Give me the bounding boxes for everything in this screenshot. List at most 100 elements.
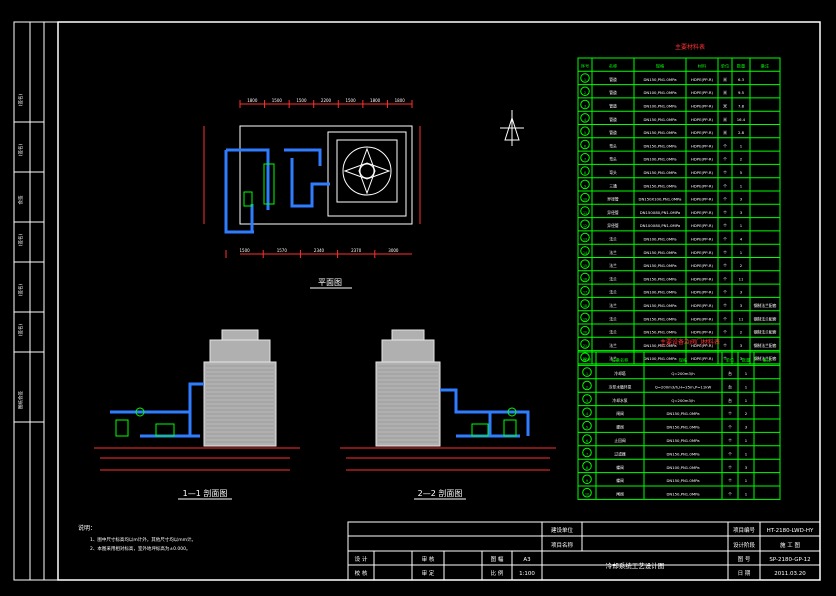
- table1-row-index-icon: [580, 179, 590, 190]
- table2-cell: 1: [745, 492, 748, 497]
- plan-view-label: 平面图: [318, 278, 342, 287]
- table1-cell: 个: [723, 143, 727, 148]
- table2-cell: 冷却塔: [614, 371, 626, 376]
- table1-cell: 管道: [609, 103, 617, 108]
- table1-cell: 1: [740, 183, 743, 188]
- table1-row-index-icon: [580, 219, 590, 230]
- table2-cell: 个: [728, 451, 732, 456]
- table1-cell: HDPE(PP-R): [691, 77, 713, 82]
- table2-cell: 冷却水循环泵: [609, 384, 632, 389]
- table1-cell: 1: [740, 250, 743, 255]
- table1-cell: DN150,PN1.0MPa: [643, 276, 676, 281]
- table1-cell: DN150,PN1.0MPa: [643, 183, 676, 188]
- table1-row-index-icon: [580, 272, 590, 283]
- table2-cell: 个: [728, 425, 732, 430]
- notes-title: 说明：: [78, 524, 96, 532]
- table1-row-index-icon: [580, 139, 590, 150]
- left-strip-label: 图纸会签: [17, 391, 24, 409]
- table1-cell: HDPE(PP-R): [691, 303, 713, 308]
- date-label: 日 期: [738, 570, 751, 577]
- table1-cell: 个: [723, 250, 727, 255]
- table2-row-index-icon: [582, 461, 592, 471]
- table2-cell: DN150,PN1.0MPa: [666, 492, 699, 497]
- drawing-no-label: 图 号: [738, 555, 751, 563]
- drawing-title: 冷却系统工艺设计图: [606, 561, 665, 570]
- table1-cell: HDPE(PP-R): [691, 263, 713, 268]
- table1-cell: 个: [723, 303, 727, 308]
- table1-cell: DN150,PN1.0MPa: [643, 130, 676, 135]
- table1-cell: 3: [584, 104, 586, 108]
- fan-hub-icon: [359, 163, 375, 179]
- table1-cell: 法兰: [609, 236, 617, 241]
- table1-cell: 米: [723, 130, 727, 135]
- table1-cell: 10: [583, 198, 587, 202]
- plan-dimensions: [203, 100, 421, 255]
- left-strip-label: (签名): [17, 234, 24, 247]
- table1-cell: DN150,PN1.0MPa: [643, 316, 676, 321]
- table1-cell: HDPE(PP-R): [691, 143, 713, 148]
- plan-dim-top: 1500: [345, 98, 356, 103]
- tower-2-fill-lines: [378, 365, 438, 443]
- table2-cell: 过滤器: [614, 451, 626, 456]
- table1-cell: 18: [583, 304, 587, 308]
- notes-line-2: 2、本图采用相对标高，室外地坪标高为±0.000。: [90, 545, 191, 552]
- material-table-title: 主要材料表: [675, 43, 705, 51]
- table1-cell: 6: [584, 144, 586, 148]
- table2-row-index-icon: [582, 487, 592, 498]
- section-1-1: 1—1 剖面图: [94, 329, 300, 500]
- table1-cell: 11: [739, 316, 744, 321]
- section-1-label: 1—1 剖面图: [183, 488, 228, 498]
- table1-row-index-icon: [580, 86, 590, 97]
- tower-section-1: [203, 329, 277, 447]
- table2-cell: DN150,PN1.0MPa: [666, 451, 699, 456]
- table1-cell: DN100X80,PN1.0MPa: [640, 223, 681, 228]
- table1-cell: 管道: [609, 77, 617, 82]
- table2-cell: 1: [745, 478, 748, 483]
- table1-cell: 20: [583, 331, 587, 335]
- plan-pipes: [224, 148, 330, 234]
- table1-cell: 3: [740, 303, 743, 308]
- table2-header: 备注: [763, 357, 772, 364]
- table1-cell: 个: [723, 157, 727, 162]
- table1-cell: DN100,PN1.0MPa: [643, 103, 676, 108]
- plan-dim-bottom: 3000: [388, 248, 399, 253]
- table1-cell: HDPE(PP-R): [691, 276, 713, 281]
- table2-row-index-icon: [582, 380, 592, 391]
- table1-cell: DN150,PN1.0MPa: [643, 117, 676, 122]
- table1-cell: 法兰: [609, 250, 617, 255]
- table1-cell: 22: [583, 357, 587, 361]
- table1-cell: 5: [584, 131, 586, 135]
- table1-cell: DN150,PN1.0MPa: [643, 250, 676, 255]
- fan-icon: [342, 146, 392, 196]
- table1-cell: 个: [723, 330, 727, 335]
- table1-cell: 法兰: [609, 263, 617, 268]
- notes: 说明： 1、图中尺寸标高均以m计外，其他尺寸均以mm计。 2、本图采用相对标高，…: [78, 524, 196, 552]
- filter-icon: [243, 191, 253, 207]
- table1-cell: 米: [723, 90, 727, 95]
- drawing-no: SP-2180-GP-12: [769, 557, 810, 563]
- table1-cell: DN150X80,PN1.0MPa: [640, 210, 681, 215]
- table1-cell: 2: [740, 157, 743, 162]
- table2-cell: 冷却水泵: [612, 398, 627, 403]
- table2-row-index-icon: [582, 407, 592, 418]
- table1-cell: 米: [723, 77, 727, 82]
- table1-cell: DN100,PN1.0MPa: [643, 90, 676, 95]
- size-label: 图 幅: [491, 555, 504, 563]
- table1-cell: 个: [723, 236, 727, 241]
- table1-cell: 法兰: [609, 290, 617, 295]
- plan-dim-bottom: 1570: [277, 248, 288, 253]
- table1-cell: HDPE(PP-R): [691, 183, 713, 188]
- table1-cell: DN150,PN1.0MPa: [643, 303, 676, 308]
- table1-cell: 法兰: [609, 316, 617, 321]
- check-label: 校 核: [355, 569, 368, 577]
- table2-cell: 3: [745, 465, 748, 470]
- table2-cell: 8: [586, 466, 588, 470]
- table1-header: 规格: [656, 63, 665, 70]
- size-value: A3: [523, 557, 531, 563]
- table1-row-index-icon: [580, 192, 590, 203]
- table1-cell: DN150,PN1.0MPa: [643, 77, 676, 82]
- table1-cell: DN150,PN1.0MPa: [643, 263, 676, 268]
- table1-cell: 3: [740, 210, 743, 215]
- table2-cell: 3: [586, 399, 588, 403]
- section-2-pipes: [440, 388, 530, 438]
